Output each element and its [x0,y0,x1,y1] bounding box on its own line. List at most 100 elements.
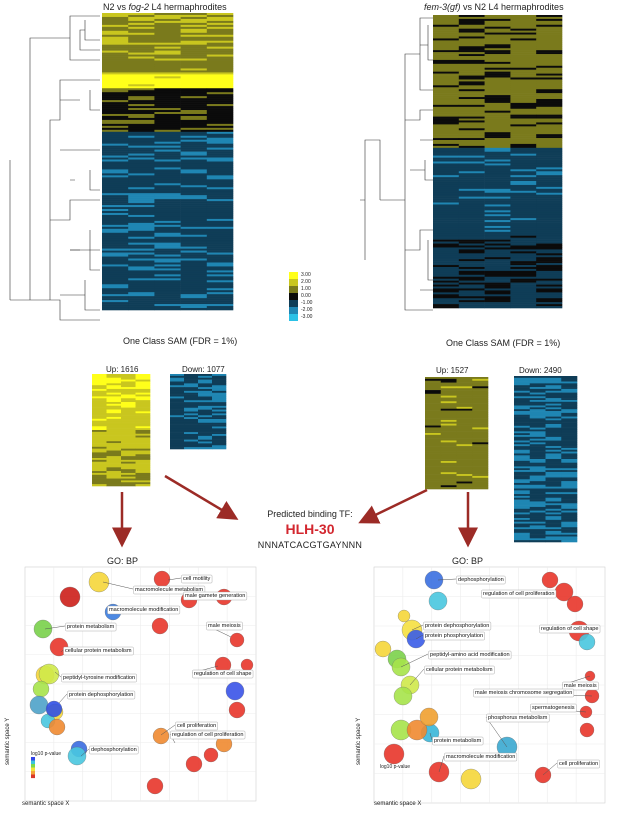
heatmap-cell [561,403,578,406]
heatmap-cell [510,175,537,178]
heatmap-cell [128,193,155,196]
heatmap-cell [458,38,485,41]
heatmap-cell [180,20,208,24]
heatmap-cell [545,494,562,497]
heatmap-cell [135,426,151,429]
heatmap-cell [425,382,442,385]
heatmap-cell [154,187,181,190]
heatmap-cell [561,530,578,534]
heatmap-cell [212,445,227,448]
go-bubble [32,680,50,698]
heatmap-cell [536,253,563,256]
heatmap-cell [154,68,181,71]
heatmap-cell [561,490,578,493]
heatmap-cell [536,159,563,162]
heatmap-cell [458,239,485,242]
heatmap-cell [484,59,511,63]
heatmap-cell [92,469,107,472]
heatmap-cell [472,453,489,456]
heatmap-cell [433,227,460,231]
heatmap-cell [458,102,485,106]
heatmap-cell [536,38,563,41]
heatmap-cell [561,409,578,412]
heatmap-cell [433,167,460,170]
heatmap-cell [154,171,181,174]
heatmap-cell [440,397,457,400]
heatmap-cell [154,264,181,267]
heatmap-cell [212,409,227,412]
go-term-label: protein metabolism [434,738,482,744]
heatmap-cell [510,147,537,151]
heatmap-cell [510,149,537,153]
heatmap-cell [472,391,489,395]
heatmap-cell [135,416,151,420]
heatmap-cell [102,300,129,303]
heatmap-cell [440,405,457,408]
heatmap-cell [536,22,563,26]
heatmap-cell [121,448,136,451]
heatmap-cell [128,32,155,36]
heatmap-cell [472,401,489,404]
heatmap-cell [425,384,442,387]
heatmap-cell [536,282,563,285]
heatmap-cell [561,471,578,475]
heatmap-cell [154,58,181,61]
heatmap-cell [545,451,562,454]
heatmap-cell [536,272,563,276]
heatmap-cell [536,208,563,211]
heatmap-cell [154,290,181,293]
heatmap-cell [458,270,485,274]
sam-right-up-heatmap [425,377,489,490]
heatmap-cell [206,54,234,57]
heatmap-cell [433,26,460,29]
heatmap-cell [180,137,208,141]
heatmap-cell [206,220,234,224]
heatmap-cell [484,75,511,78]
heatmap-cell [458,56,485,59]
heatmap-cell [433,306,460,309]
heatmap-cell [180,290,208,293]
heatmap-cell [212,424,227,427]
heatmap-cell [484,61,511,65]
heatmap-cell [102,304,129,307]
heatmap-cell [92,446,107,449]
heatmap-cell [212,379,227,382]
heatmap-cell [170,396,185,399]
heatmap-cell [102,308,129,311]
heatmap-cell [128,141,155,144]
heatmap-cell [102,137,129,141]
heatmap-cell [121,454,136,457]
heatmap-cell [128,201,155,204]
heatmap-cell [206,183,234,186]
heatmap-cell [536,286,563,289]
heatmap-cell [561,512,578,515]
heatmap-cell [510,34,537,37]
heatmap-cell [180,84,208,87]
heatmap-cell [180,189,208,192]
heatmap-cell [472,483,489,486]
heatmap-cell [561,518,578,521]
heatmap-cell [458,132,485,135]
heatmap-cell [484,128,511,131]
heatmap-cell [102,52,129,55]
heatmap-cell [154,236,181,240]
heatmap-cell [458,138,485,141]
heatmap-cell [121,474,136,477]
heatmap-cell [128,268,155,271]
heatmap-cell [536,34,563,37]
heatmap-cell [510,141,537,145]
heatmap-cell [456,462,473,466]
heatmap-cell [106,433,122,436]
heatmap-cell [514,501,531,504]
heatmap-cell [212,400,227,403]
heatmap-cell [128,179,155,182]
heatmap-cell [425,455,442,458]
heatmap-cell [128,209,155,212]
heatmap-cell [102,183,129,186]
color-swatch [289,293,298,300]
heatmap-cell [529,425,546,428]
heatmap-cell [440,481,457,484]
heatmap-cell [514,460,531,463]
heatmap-cell [536,89,563,92]
heatmap-cell [433,77,460,80]
